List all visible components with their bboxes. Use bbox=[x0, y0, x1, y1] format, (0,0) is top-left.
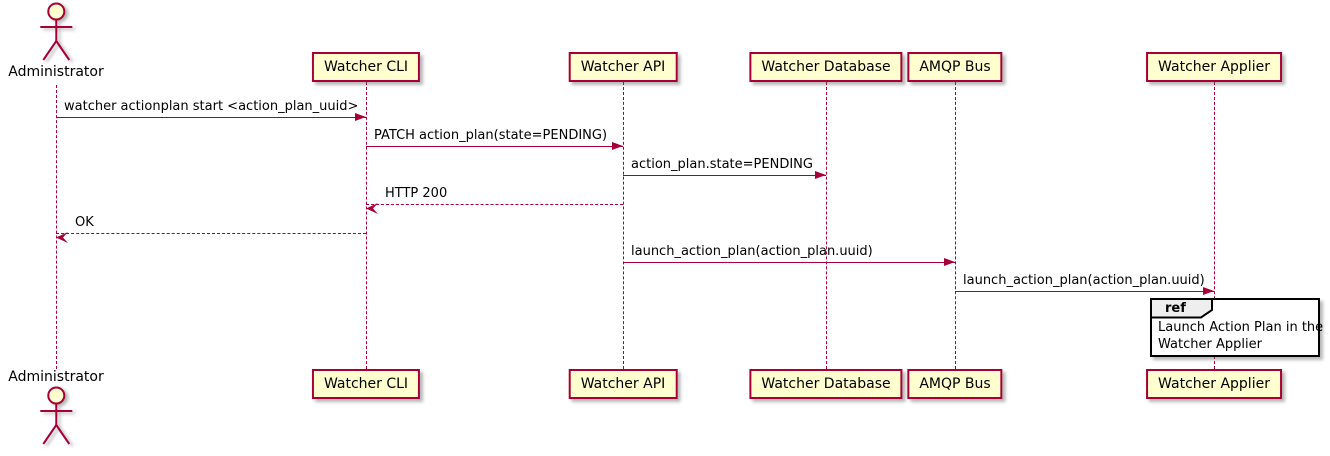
message-label: HTTP 200 bbox=[385, 186, 448, 201]
participant-watcher-cli-top: Watcher CLI bbox=[311, 52, 421, 82]
lifeline-administrator bbox=[56, 85, 57, 369]
participant-label: Watcher Applier bbox=[1158, 59, 1270, 75]
lifeline-watcher-cli bbox=[366, 82, 367, 369]
message-line bbox=[366, 204, 623, 205]
participant-label: AMQP Bus bbox=[919, 376, 991, 392]
participant-watcher-cli-bottom: Watcher CLI bbox=[311, 369, 421, 399]
actor-label: Administrator bbox=[8, 64, 104, 80]
arrowhead-icon bbox=[815, 171, 826, 179]
message-line bbox=[56, 117, 366, 118]
ref-keyword: ref bbox=[1165, 301, 1186, 316]
arrowhead-icon bbox=[612, 142, 623, 150]
person-icon bbox=[40, 2, 72, 61]
participant-watcher-api-bottom: Watcher API bbox=[568, 369, 678, 399]
lifeline-watcher-database bbox=[826, 82, 827, 369]
arrowhead-icon bbox=[944, 258, 955, 266]
lifeline-watcher-api bbox=[623, 82, 624, 369]
actor-administrator-bottom: Administrator bbox=[8, 369, 104, 448]
arrowhead-icon bbox=[1203, 287, 1214, 295]
ref-text-line: Launch Action Plan in the bbox=[1158, 320, 1324, 335]
participant-label: Watcher Database bbox=[761, 376, 891, 392]
message-line bbox=[366, 146, 623, 147]
arrowhead-icon bbox=[355, 113, 366, 121]
ref-pentagon-icon bbox=[1150, 298, 1213, 319]
message-label: PATCH action_plan(state=PENDING) bbox=[374, 128, 608, 143]
participant-amqp-bus-top: AMQP Bus bbox=[907, 52, 1003, 82]
message-line bbox=[623, 175, 826, 176]
message-label: action_plan.state=PENDING bbox=[631, 157, 813, 172]
message-label: launch_action_plan(action_plan.uuid) bbox=[631, 244, 873, 259]
ref-text-line: Watcher Applier bbox=[1158, 337, 1262, 352]
lifeline-amqp-bus bbox=[955, 82, 956, 369]
participant-label: Watcher API bbox=[580, 376, 666, 392]
participant-amqp-bus-bottom: AMQP Bus bbox=[907, 369, 1003, 399]
participant-watcher-api-top: Watcher API bbox=[568, 52, 678, 82]
participant-label: Watcher CLI bbox=[323, 59, 409, 75]
actor-label: Administrator bbox=[8, 369, 104, 385]
participant-label: AMQP Bus bbox=[919, 59, 991, 75]
participant-label: Watcher Database bbox=[761, 59, 891, 75]
person-icon bbox=[40, 386, 72, 445]
actor-administrator-top: Administrator bbox=[8, 2, 104, 81]
participant-watcher-database-bottom: Watcher Database bbox=[749, 369, 903, 399]
message-label: launch_action_plan(action_plan.uuid) bbox=[963, 273, 1205, 288]
message-line bbox=[623, 262, 955, 263]
participant-watcher-applier-bottom: Watcher Applier bbox=[1146, 369, 1282, 399]
arrowhead-icon bbox=[366, 199, 379, 214]
arrowhead-icon bbox=[56, 228, 69, 243]
message-label: OK bbox=[75, 215, 94, 230]
message-line bbox=[955, 291, 1214, 292]
participant-watcher-database-top: Watcher Database bbox=[749, 52, 903, 82]
participant-label: Watcher Applier bbox=[1158, 376, 1270, 392]
message-label: watcher actionplan start <action_plan_uu… bbox=[64, 99, 359, 114]
message-line bbox=[56, 233, 366, 234]
participant-label: Watcher CLI bbox=[323, 376, 409, 392]
lifeline-watcher-applier bbox=[1214, 82, 1215, 369]
participant-watcher-applier-top: Watcher Applier bbox=[1146, 52, 1282, 82]
participant-label: Watcher API bbox=[580, 59, 666, 75]
